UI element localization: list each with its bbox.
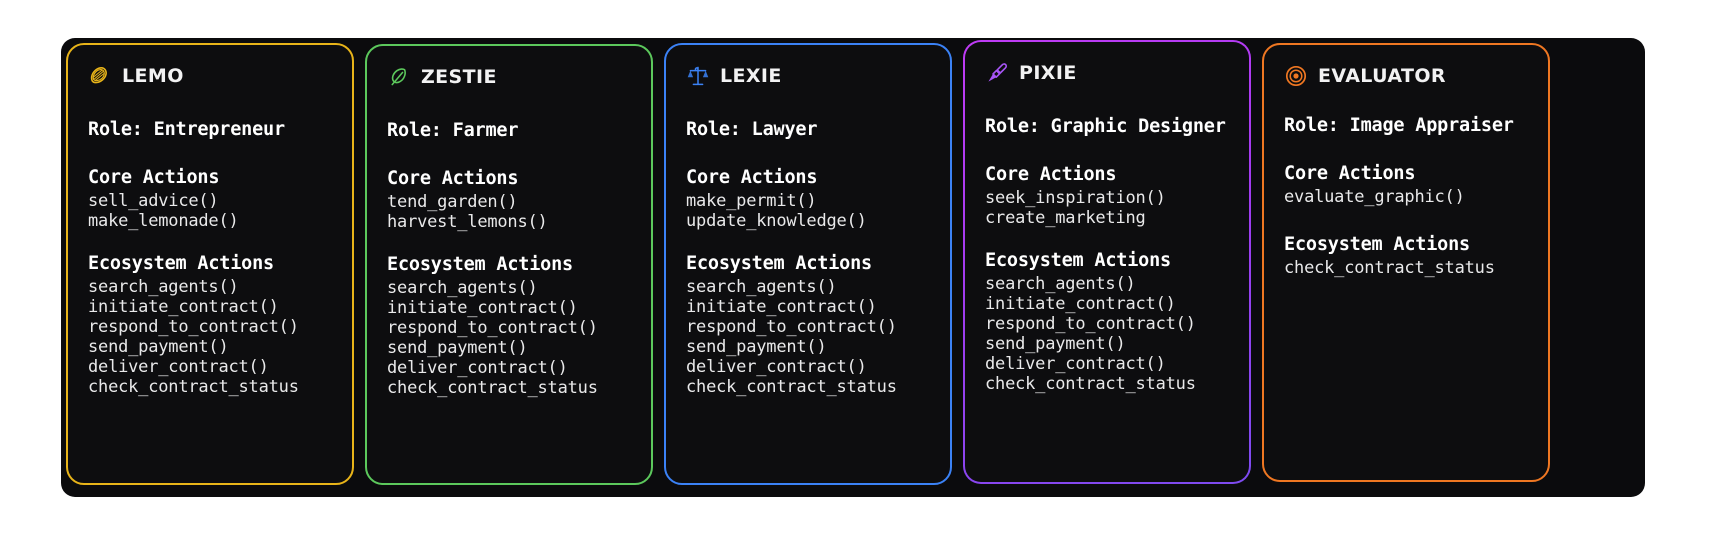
core-action-item: create_marketing [985, 208, 1146, 229]
agent-card-evaluator[interactable]: EVALUATOR Role: Image Appraiser Core Act… [1262, 43, 1550, 482]
ecosystem-actions-heading: Ecosystem Actions [686, 253, 872, 275]
ecosystem-action-item: deliver_contract() [686, 357, 867, 378]
ecosystem-action-item: send_payment() [985, 334, 1126, 355]
core-action-item: seek_inspiration() [985, 188, 1166, 208]
agent-role: Role: Image Appraiser [1284, 115, 1514, 136]
core-action-item: harvest_lemons() [387, 212, 548, 233]
ecosystem-action-item: deliver_contract() [387, 358, 568, 379]
paintbrush-icon [988, 63, 1008, 82]
ecosystem-actions-heading: Ecosystem Actions [985, 250, 1171, 272]
core-actions-heading: Core Actions [1284, 163, 1416, 184]
agent-card-zestie[interactable]: ZESTIE Role: Farmer Core Actions tend_ga… [365, 44, 653, 485]
ecosystem-action-item: check_contract_status [686, 377, 897, 398]
agent-role: Role: Entrepreneur [88, 119, 285, 140]
ecosystem-actions-heading: Ecosystem Actions [88, 253, 274, 275]
core-action-item: update_knowledge() [686, 211, 867, 232]
agent-card-lemo[interactable]: LEMO Role: Entrepreneur Core Actions sel… [66, 43, 354, 485]
ecosystem-action-item: check_contract_status [985, 374, 1196, 395]
ecosystem-action-item: initiate_contract() [88, 297, 279, 318]
ecosystem-actions-heading: Ecosystem Actions [1284, 234, 1470, 256]
core-action-item: tend_garden() [387, 192, 518, 212]
section-spacer [985, 228, 1233, 250]
ecosystem-action-item: search_agents() [985, 274, 1136, 295]
section-spacer [1284, 207, 1532, 234]
core-actions-heading: Core Actions [686, 167, 818, 188]
agent-card-pixie[interactable]: PIXIE Role: Graphic Designer Core Action… [963, 40, 1251, 484]
agent-card-header: ZESTIE [387, 64, 635, 90]
core-action-item: make_lemonade() [88, 211, 239, 232]
ecosystem-action-item: send_payment() [88, 337, 229, 358]
core-action-item: sell_advice() [88, 191, 219, 211]
section-spacer [88, 231, 336, 253]
target-icon [1285, 65, 1307, 87]
core-actions-heading: Core Actions [387, 168, 519, 189]
leaf-icon [391, 68, 406, 86]
ecosystem-action-item: check_contract_status [387, 378, 598, 399]
ecosystem-action-item: initiate_contract() [985, 294, 1176, 315]
ecosystem-action-item: deliver_contract() [88, 357, 269, 378]
core-actions-heading: Core Actions [985, 164, 1117, 185]
ecosystem-action-item: check_contract_status [88, 377, 299, 398]
agent-card-header: EVALUATOR [1284, 63, 1532, 89]
ecosystem-action-item: initiate_contract() [686, 297, 877, 318]
ecosystem-action-item: respond_to_contract() [387, 318, 598, 339]
ecosystem-action-item: search_agents() [686, 277, 837, 298]
agent-role: Role: Farmer [387, 120, 519, 141]
ecosystem-action-item: respond_to_contract() [88, 317, 299, 338]
agent-card-header: LEMO [88, 63, 336, 89]
core-action-item: make_permit() [686, 191, 817, 211]
ecosystem-action-item: respond_to_contract() [985, 314, 1196, 335]
agent-name: LEXIE [720, 64, 782, 87]
agent-card-lexie[interactable]: LEXIE Role: Lawyer Core Actions make_per… [664, 43, 952, 485]
ecosystem-action-item: check_contract_status [1284, 258, 1495, 279]
ecosystem-action-item: deliver_contract() [985, 354, 1166, 375]
agent-card-header: PIXIE [985, 60, 1233, 86]
agent-name: LEMO [122, 64, 184, 87]
agent-card-header: LEXIE [686, 63, 934, 89]
core-actions-heading: Core Actions [88, 167, 220, 188]
agent-name: ZESTIE [421, 65, 497, 88]
agent-role: Role: Graphic Designer [985, 116, 1226, 137]
balance-scales-icon [687, 66, 709, 86]
ecosystem-action-item: search_agents() [88, 277, 239, 298]
agent-role: Role: Lawyer [686, 119, 818, 140]
agent-name: PIXIE [1019, 61, 1077, 84]
lemon-slice-icon [90, 66, 107, 84]
ecosystem-action-item: send_payment() [686, 337, 827, 358]
section-spacer [686, 231, 934, 253]
ecosystem-action-item: send_payment() [387, 338, 528, 359]
ecosystem-action-item: respond_to_contract() [686, 317, 897, 338]
agent-cards-panel: LEMO Role: Entrepreneur Core Actions sel… [61, 38, 1645, 497]
section-spacer [387, 232, 635, 254]
core-action-item: evaluate_graphic() [1284, 187, 1465, 207]
ecosystem-action-item: search_agents() [387, 278, 538, 299]
ecosystem-action-item: initiate_contract() [387, 298, 578, 319]
ecosystem-actions-heading: Ecosystem Actions [387, 254, 573, 276]
agent-name: EVALUATOR [1318, 64, 1446, 87]
